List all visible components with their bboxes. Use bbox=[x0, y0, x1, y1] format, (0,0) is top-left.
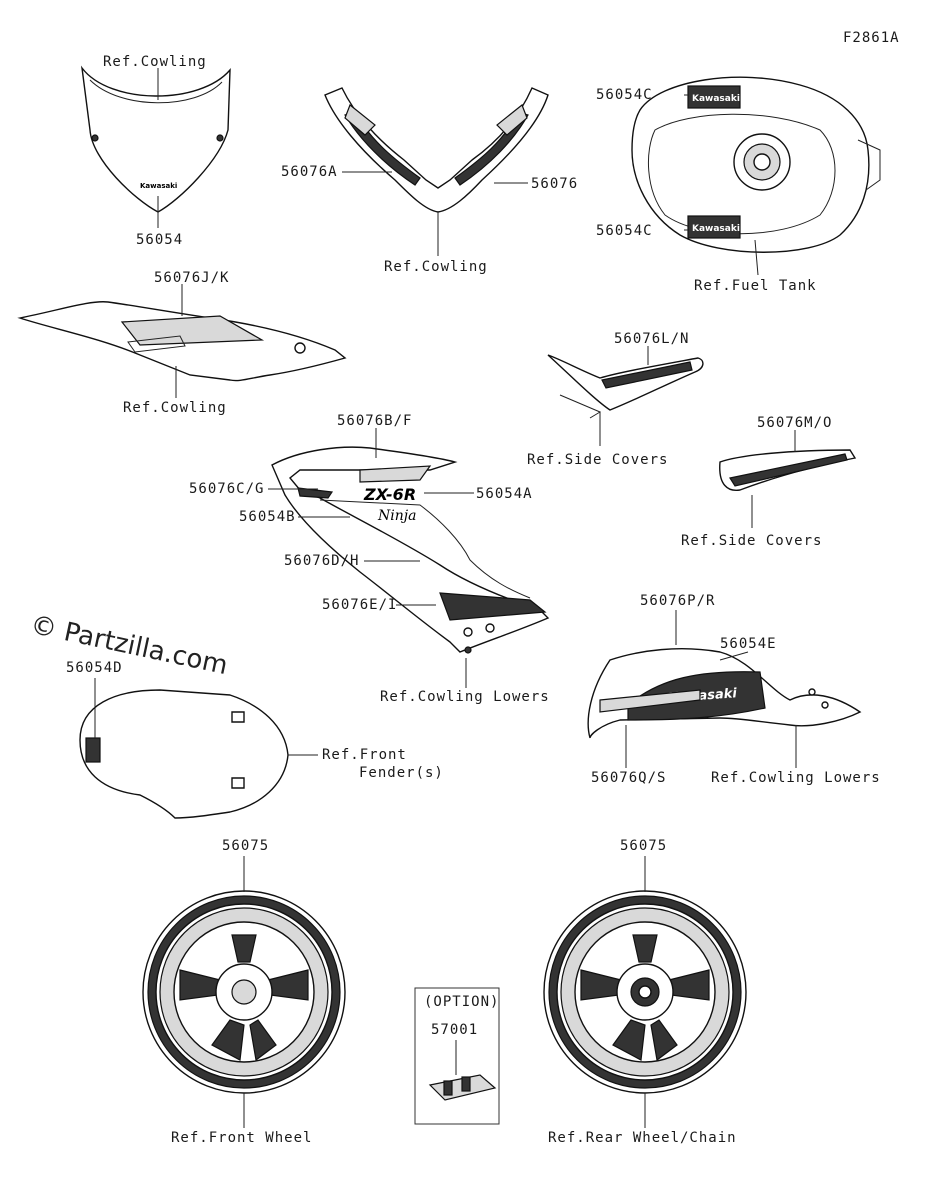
windshield-drawing: Kawasaki bbox=[80, 65, 231, 228]
side-cover-2-drawing bbox=[719, 430, 857, 528]
fairing-dh-label: 56076D/H bbox=[284, 553, 360, 569]
lower-pr-label: 56076P/R bbox=[640, 593, 716, 609]
fender-ref-label-2: Fender(s) bbox=[359, 765, 444, 781]
front-wheel-drawing bbox=[142, 856, 346, 1128]
side-cover-2-part-label: 56076M/O bbox=[757, 415, 833, 431]
fairing-cg-label: 56076C/G bbox=[189, 481, 265, 497]
lower-qs-label: 56076Q/S bbox=[591, 770, 667, 786]
fairing-54a-label: 56054A bbox=[476, 486, 533, 502]
figure-id: F2861A bbox=[843, 30, 900, 46]
option-part-label: 57001 bbox=[431, 1022, 479, 1038]
rear-wheel-ref-label: Ref.Rear Wheel/Chain bbox=[548, 1130, 737, 1146]
seat-cowl-part-label: 56076J/K bbox=[154, 270, 230, 286]
side-cover-1-drawing bbox=[547, 346, 704, 446]
windshield-ref-label: Ref.Cowling bbox=[103, 54, 207, 70]
front-wheel-ref-label: Ref.Front Wheel bbox=[171, 1130, 313, 1146]
side-cover-1-part-label: 56076L/N bbox=[614, 331, 690, 347]
side-cover-2-ref-label: Ref.Side Covers bbox=[681, 533, 823, 549]
side-cover-1-ref-label: Ref.Side Covers bbox=[527, 452, 669, 468]
fairing-54b-label: 56054B bbox=[239, 509, 296, 525]
lower-cowling-drawing: Kawasaki bbox=[587, 610, 862, 768]
fairing-ninja-logo: Ninja bbox=[377, 508, 416, 524]
fairing-bf-label: 56076B/F bbox=[337, 413, 413, 429]
option-box-drawing bbox=[414, 987, 500, 1125]
fairing-ei-label: 56076E/I bbox=[322, 597, 398, 613]
tank-ref-label: Ref.Fuel Tank bbox=[694, 278, 817, 294]
seat-cowl-drawing bbox=[17, 284, 347, 398]
upper-cowling-drawing bbox=[324, 87, 549, 256]
upper-cowl-right-label: 56076 bbox=[531, 176, 579, 192]
windshield-part-label: 56054 bbox=[136, 232, 184, 248]
option-title-label: (OPTION) bbox=[424, 994, 500, 1010]
tank-top-label: 56054C bbox=[596, 87, 653, 103]
fairing-model-logo: ZX-6R bbox=[363, 485, 416, 504]
front-fender-drawing bbox=[79, 678, 318, 819]
rear-wheel-part-label: 56075 bbox=[620, 838, 668, 854]
fairing-ref-label: Ref.Cowling Lowers bbox=[380, 689, 550, 705]
fender-part-label: 56054D bbox=[66, 660, 123, 676]
upper-cowl-ref-label: Ref.Cowling bbox=[384, 259, 488, 275]
upper-cowl-left-label: 56076A bbox=[281, 164, 338, 180]
windshield-logo: Kawasaki bbox=[140, 182, 177, 190]
rear-wheel-drawing bbox=[543, 856, 747, 1128]
tank-logo-bottom: Kawasaki bbox=[692, 224, 740, 234]
side-fairing-drawing: ZX-6R Ninja bbox=[268, 428, 550, 688]
seat-cowl-ref-label: Ref.Cowling bbox=[123, 400, 227, 416]
lower-ref-label: Ref.Cowling Lowers bbox=[711, 770, 881, 786]
fender-ref-label-1: Ref.Front bbox=[322, 747, 407, 763]
front-wheel-part-label: 56075 bbox=[222, 838, 270, 854]
lower-54e-label: 56054E bbox=[720, 636, 777, 652]
fuel-tank-drawing: Kawasaki Kawasaki bbox=[631, 76, 881, 276]
tank-bottom-label: 56054C bbox=[596, 223, 653, 239]
tank-logo-top: Kawasaki bbox=[692, 94, 740, 104]
